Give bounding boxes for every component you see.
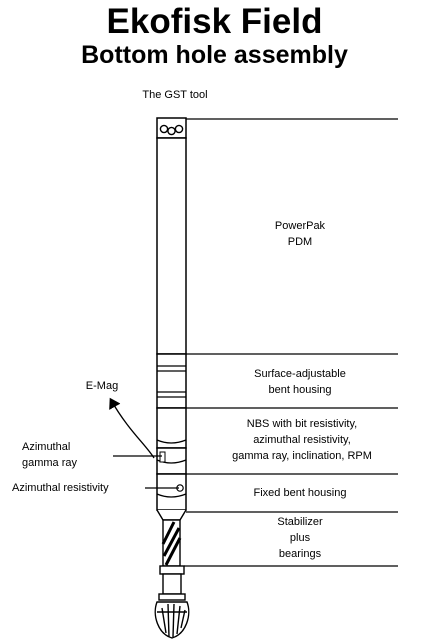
label-nbs: NBS with bit resistivity, azimuthal resi… [232, 418, 372, 462]
powerpak-pdm-section [156, 137, 187, 355]
tool-taper [156, 509, 187, 521]
drill-bit [154, 601, 190, 639]
bit-sub [158, 565, 186, 601]
right-leader-lines [184, 118, 398, 567]
joint-lines [156, 365, 187, 498]
tool-body [156, 117, 187, 511]
stabilizer [161, 519, 182, 567]
left-pointers [109, 397, 179, 489]
label-gst-tool: The GST tool [142, 89, 208, 101]
label-bent-housing: Surface-adjustable bent housing [254, 368, 346, 396]
label-emag: E-Mag [85, 380, 119, 392]
bent-housing-section [156, 353, 187, 409]
label-stabilizer: Stabilizer plus bearings [277, 516, 323, 560]
gst-tool-holes [159, 124, 184, 136]
label-fixed-bent-housing: Fixed bent housing [253, 487, 347, 499]
azimuthal-gamma-sensor [159, 451, 166, 463]
label-azimuthal-resistivity: Azimuthal resistivity [12, 482, 109, 494]
label-azimuthal-gamma: Azimuthal gamma ray [22, 441, 78, 469]
label-powerpak: PowerPak PDM [274, 220, 326, 248]
page-title: Ekofisk Field [106, 2, 323, 41]
page-subtitle: Bottom hole assembly [81, 41, 348, 69]
fixed-bent-section [156, 473, 187, 511]
